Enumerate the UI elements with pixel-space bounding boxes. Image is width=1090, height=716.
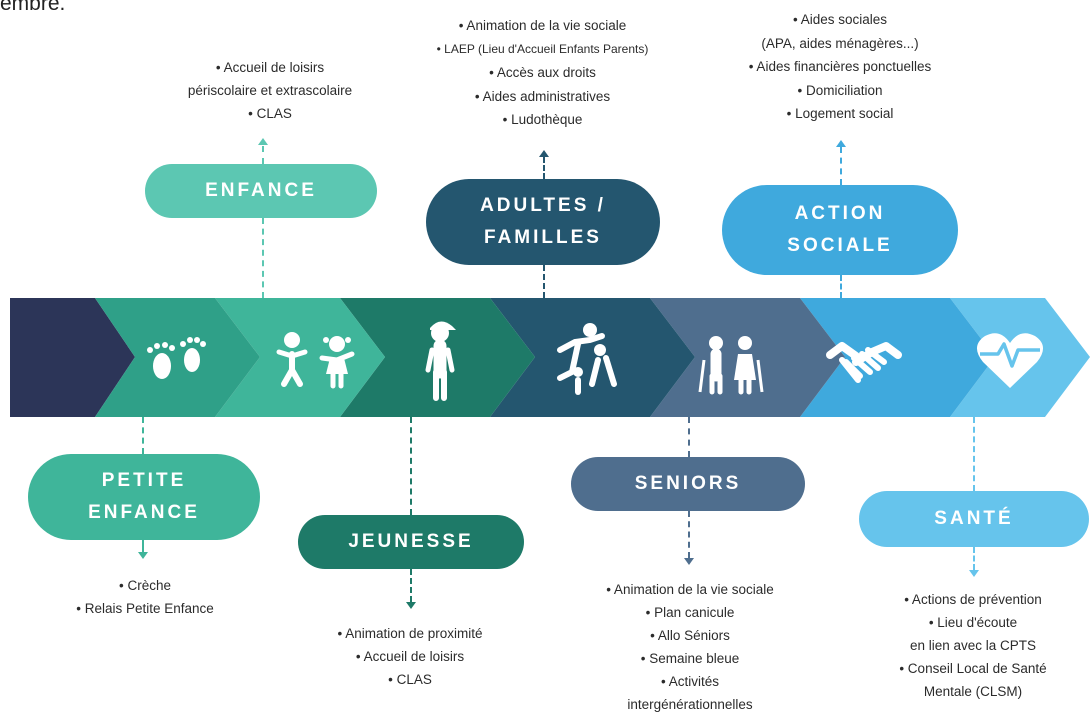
seniors-pill: SENIORS <box>571 457 805 511</box>
action-sociale-list: • Aides sociales (APA, aides ménagères..… <box>700 8 980 126</box>
list-item: • Domiciliation <box>797 82 883 98</box>
arrow-up-icon <box>836 140 846 147</box>
elderly-couple-icon <box>698 336 764 395</box>
connector-line <box>142 540 144 552</box>
petite-enfance-list: • Crèche • Relais Petite Enfance <box>30 574 260 620</box>
pill-title: SENIORS <box>634 473 742 494</box>
connector-line <box>543 265 545 298</box>
pill-title: FAMILLES <box>484 227 602 248</box>
list-item: Mentale (CLSM) <box>923 684 1023 699</box>
arrow-down-icon <box>969 570 979 577</box>
band-segment-1 <box>10 298 135 417</box>
arrow-down-icon <box>406 602 416 609</box>
enfance-pill: ENFANCE <box>145 164 377 218</box>
pill-title: ENFANCE <box>205 180 317 201</box>
list-item: • Lieu d'écoute <box>928 615 1018 630</box>
connector-line <box>262 218 264 298</box>
pill-title: ACTION <box>794 203 886 224</box>
sante-pill: SANTÉ <box>859 491 1089 547</box>
list-item: • Crèche <box>119 578 171 593</box>
handshake-icon <box>826 342 902 383</box>
jeunesse-list: • Animation de proximité • Accueil de lo… <box>295 622 525 691</box>
pill-title: ADULTES / <box>480 195 606 216</box>
list-item: • Animation de la vie sociale <box>458 18 627 33</box>
connector-line <box>840 275 842 298</box>
connector-line <box>410 569 412 602</box>
petite-enfance-pill: PETITE ENFANCE <box>28 454 260 540</box>
list-item: en lien avec la CPTS <box>909 638 1037 653</box>
connector-line <box>543 157 545 179</box>
adultes-familles-pill: ADULTES / FAMILLES <box>426 179 660 265</box>
list-item: • LAEP (Lieu d'Accueil Enfants Parents) <box>436 41 649 56</box>
connector-line <box>973 417 975 491</box>
connector-line <box>688 417 690 457</box>
list-item: • Activités <box>661 674 719 689</box>
list-item: • Logement social <box>786 106 894 121</box>
enfance-list: • Accueil de loisirs périscolaire et ext… <box>150 56 390 125</box>
list-item: périscolaire et extrascolaire <box>187 83 353 98</box>
connector-line <box>688 511 690 558</box>
connector-line <box>142 417 144 454</box>
list-item: • Semaine bleue <box>640 651 740 666</box>
pill-title: PETITE <box>101 470 187 491</box>
list-item: • Accueil de loisirs <box>355 649 465 664</box>
arrow-up-icon <box>258 138 268 145</box>
connector-line <box>840 147 842 185</box>
pill-title: SOCIALE <box>787 235 893 256</box>
list-item: • Plan canicule <box>645 605 735 620</box>
pill-title: ENFANCE <box>88 502 200 523</box>
arrow-down-icon <box>684 558 694 565</box>
connector-line <box>410 417 412 515</box>
band-segment-4 <box>490 298 695 417</box>
list-item: • Accès aux droits <box>489 65 596 80</box>
children-icon <box>276 332 355 389</box>
cut-off-text: embre. <box>0 0 66 15</box>
youth-icon <box>425 321 456 401</box>
list-item: • Allo Séniors <box>650 628 730 643</box>
list-item: • Conseil Local de Santé <box>899 661 1047 676</box>
list-item: (APA, aides ménagères...) <box>761 35 919 51</box>
arrow-down-icon <box>138 552 148 559</box>
arrow-up-icon <box>539 150 549 157</box>
connector-line <box>262 146 264 164</box>
list-item: • Relais Petite Enfance <box>76 601 214 616</box>
list-item: • Aides financières ponctuelles <box>748 59 932 74</box>
list-item: intergénérationnelles <box>627 697 753 712</box>
list-item: • Animation de proximité <box>337 626 483 641</box>
family-icon <box>557 323 617 395</box>
seniors-list: • Animation de la vie sociale • Plan can… <box>560 578 820 716</box>
action-sociale-pill: ACTION SOCIALE <box>722 185 958 275</box>
list-item: • Aides administratives <box>474 88 611 104</box>
list-item: • Actions de prévention <box>904 592 1042 607</box>
footprints-icon <box>147 337 206 379</box>
list-item: • Animation de la vie sociale <box>606 582 774 597</box>
list-item: • CLAS <box>388 672 432 687</box>
sante-list: • Actions de prévention • Lieu d'écoute … <box>858 588 1088 703</box>
connector-line <box>973 547 975 570</box>
heart-pulse-icon <box>976 333 1044 388</box>
band-segment-2 <box>95 298 260 417</box>
pill-title: SANTÉ <box>934 508 1014 529</box>
adultes-familles-list: • Animation de la vie sociale • LAEP (Li… <box>380 14 705 132</box>
list-item: • Ludothèque <box>502 112 583 127</box>
list-item: • Accueil de loisirs <box>215 60 325 75</box>
list-item: • CLAS <box>248 106 292 121</box>
pill-title: JEUNESSE <box>348 531 474 552</box>
jeunesse-pill: JEUNESSE <box>298 515 524 569</box>
list-item: • Aides sociales <box>792 12 888 27</box>
